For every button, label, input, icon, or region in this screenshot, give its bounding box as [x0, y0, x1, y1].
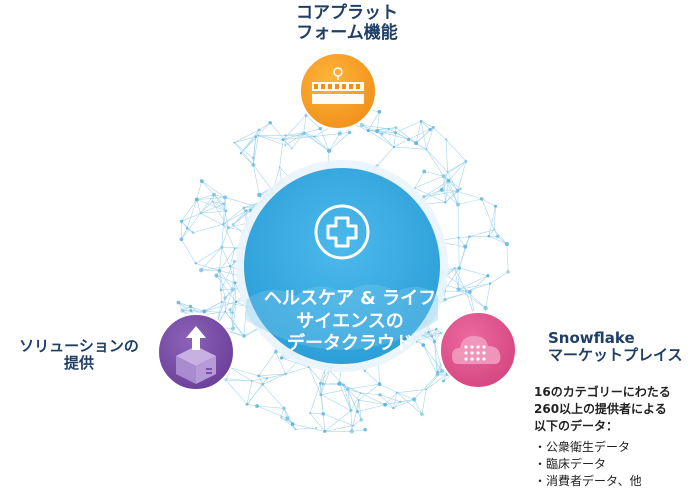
marketplace-description: 16のカテゴリーにわたる 260以上の提供者による 以下のデータ： ・公衆衛生デ…	[534, 384, 694, 490]
description-line-2: 260以上の提供者による	[534, 402, 667, 417]
solutions-label-line-1: ソリューションの	[19, 337, 139, 355]
solutions-label: ソリューションの 提供	[4, 337, 154, 373]
marketplace-label: Snowflake マーケットプレイス	[548, 329, 696, 365]
solutions-label-line-2: 提供	[63, 354, 94, 373]
marketplace-label-line-1: Snowflake	[548, 329, 635, 347]
marketplace-label-line-2: マーケットプレイス	[548, 346, 683, 365]
data-type-item: ・公衆衛生データ	[534, 440, 631, 455]
data-type-list: ・公衆衛生データ ・臨床データ ・消費者データ、他	[534, 439, 694, 490]
description-line-1: 16のカテゴリーにわたる	[534, 385, 671, 399]
description-line-3: 以下のデータ：	[534, 419, 619, 434]
data-type-item: ・臨床データ	[534, 457, 607, 472]
core-platform-label: コアプラット フォーム機能	[262, 3, 432, 43]
core-platform-label-line-1: コアプラット	[296, 3, 398, 23]
hub-title: ヘルスケア & ライフ サイエンスの データクラウド	[240, 288, 460, 356]
hub-circle	[236, 160, 448, 372]
cloud-data-icon	[452, 336, 501, 364]
hub-title-line-1: ヘルスケア & ライフ	[263, 288, 437, 309]
medical-cross-icon	[314, 204, 370, 260]
core-platform-label-line-2: フォーム機能	[296, 22, 398, 43]
hub-title-line-3: データクラウド	[287, 333, 413, 354]
package-icon	[176, 326, 216, 384]
keyboard-icon	[312, 67, 364, 104]
hub-title-line-2: サイエンスの	[296, 310, 404, 332]
data-type-item: ・消費者データ、他	[534, 474, 642, 489]
